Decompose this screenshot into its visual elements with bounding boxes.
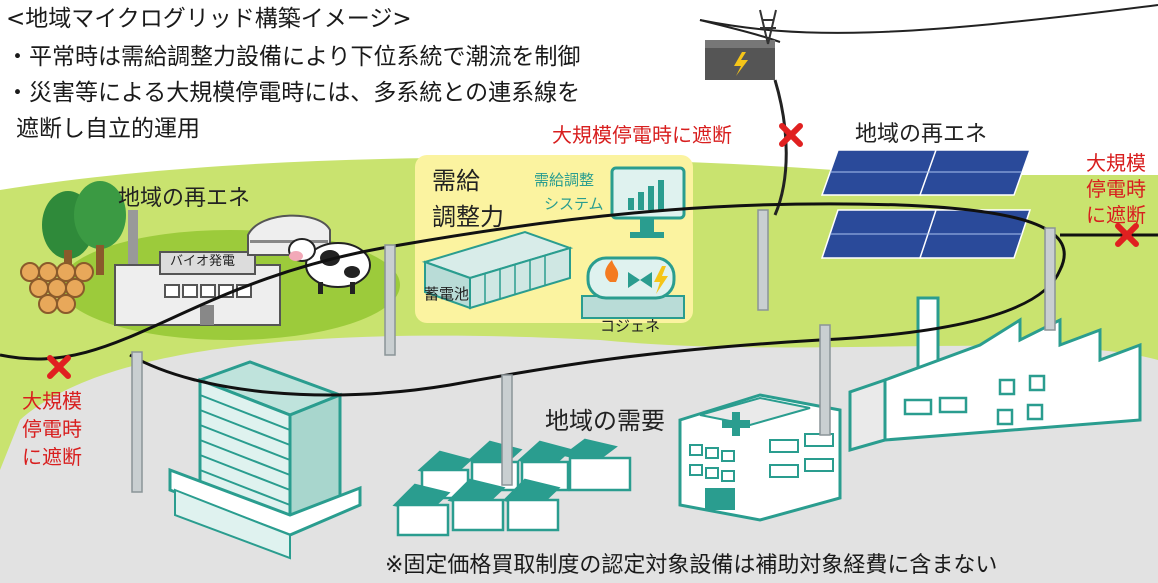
solar-panels-icon	[820, 149, 1032, 259]
hospital-icon	[678, 393, 842, 522]
cut-label-right-3: に遮断	[1086, 203, 1146, 227]
cut-mark-left-icon	[47, 355, 71, 379]
cut-marks	[47, 123, 1139, 379]
demand-label: 地域の需要	[545, 407, 665, 435]
cut-mark-top-icon	[779, 123, 803, 147]
cut-label-right-2: 停電時	[1086, 177, 1146, 201]
bio-plant-label: バイオ発電	[170, 254, 236, 269]
transmission-line	[699, 4, 1158, 34]
control-system-label-1: 需給調整	[534, 171, 595, 189]
substation-icon	[705, 9, 777, 80]
cut-label-left-2: 停電時	[22, 417, 82, 441]
bullet-disaster-operation: ・災害等による大規模停電時には、多系統との連系線を	[6, 80, 581, 106]
microgrid-loop-line	[0, 202, 1066, 397]
cut-label-right-1: 大規模	[1086, 151, 1146, 175]
bullet-disaster-operation-cont: 遮断し自立的運用	[16, 116, 200, 142]
battery-label: 蓄電池	[424, 285, 470, 303]
bio-plant-icon	[114, 210, 281, 326]
cut-label-top: 大規模停電時に遮断	[552, 123, 732, 147]
factory-icon	[848, 296, 1142, 452]
control-system-label-2: システム	[544, 195, 604, 213]
renewables-right-label: 地域の再エネ	[855, 122, 988, 147]
diagram-title: <地域マイクログリッド構築イメージ>	[6, 6, 412, 32]
footnote: ※固定価格買取制度の認定対象設備は補助対象経費に含まない	[385, 553, 998, 578]
cut-label-left-1: 大規模	[22, 389, 82, 413]
forest-icon	[20, 181, 126, 314]
control-system-icon	[610, 166, 686, 238]
adjustment-label-2: 調整力	[432, 203, 504, 231]
battery-icon	[421, 230, 574, 310]
cut-mark-right-icon	[1115, 223, 1139, 247]
office-building-icon	[168, 360, 362, 560]
cogeneration-icon	[581, 256, 685, 319]
cut-label-left-3: に遮断	[22, 445, 82, 469]
renewables-left-label: 地域の再エネ	[118, 186, 251, 211]
cogeneration-label: コジェネ	[600, 317, 661, 335]
adjustment-label-1: 需給	[432, 167, 480, 195]
bullet-normal-operation: ・平常時は需給調整力設備により下位系統で潮流を制御	[6, 44, 581, 70]
utility-poles	[131, 209, 1056, 493]
